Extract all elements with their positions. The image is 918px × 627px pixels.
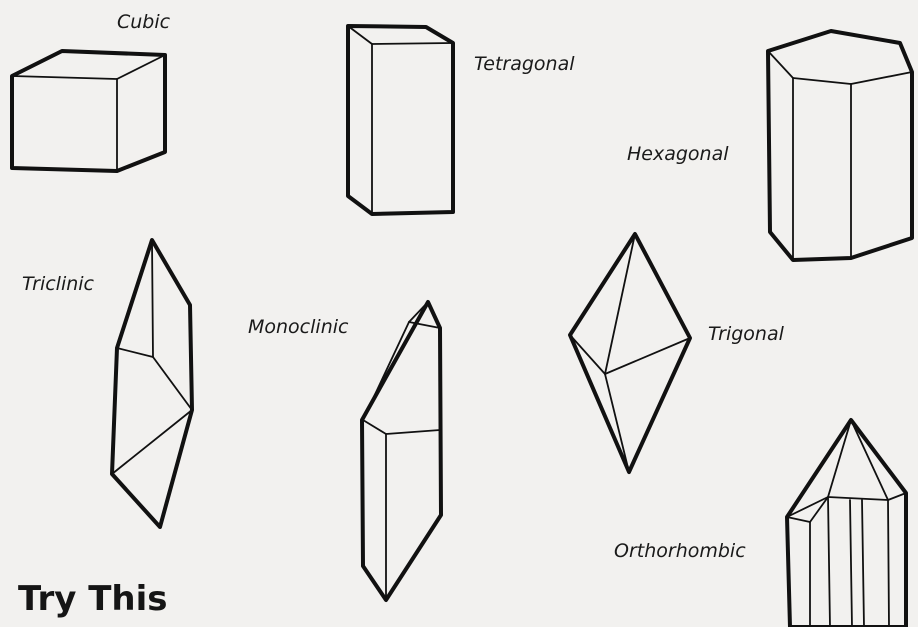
label-triclinic: Triclinic [22,275,94,294]
trigonal-crystal-shape [570,234,690,472]
label-trigonal: Trigonal [708,325,784,344]
hexagonal-crystal-shape [768,31,912,260]
label-orthorhombic: Orthorhombic [614,542,746,561]
section-heading-try-this: Try This [18,582,168,616]
cubic-crystal-shape [12,51,165,171]
label-tetragonal: Tetragonal [474,55,575,74]
tetragonal-crystal-shape [348,26,453,214]
triclinic-crystal-shape [112,240,192,527]
orthorhombic-crystal-shape [787,420,906,627]
label-cubic: Cubic [117,13,170,32]
label-monoclinic: Monoclinic [248,318,348,337]
label-hexagonal: Hexagonal [627,145,729,164]
monoclinic-crystal-shape [362,302,441,600]
